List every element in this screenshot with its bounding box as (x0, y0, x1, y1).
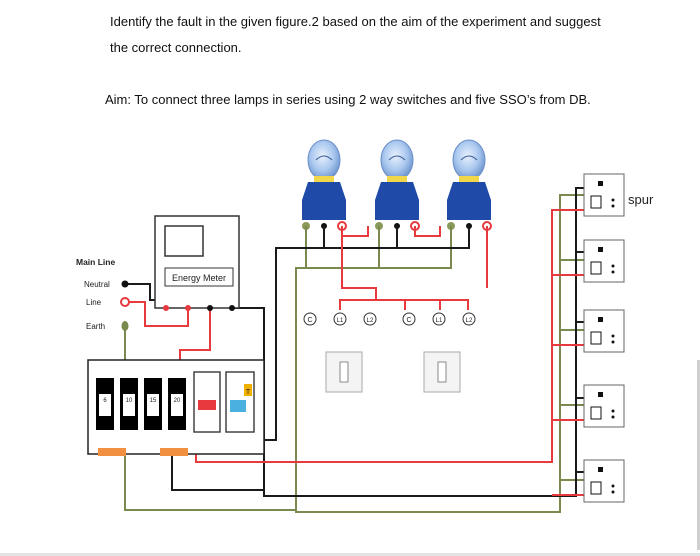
question-text-line-1: Identify the fault in the given figure.2… (110, 14, 601, 29)
switch1-common-label: C (307, 317, 312, 324)
earth-label: Earth (86, 322, 105, 331)
main-line-label: Main Line (76, 257, 115, 267)
mcb-rating-20: 20 (174, 398, 181, 404)
main-line-terminals: Main Line Neutral Line Earth (76, 257, 130, 331)
mcb-6a: 6 (96, 378, 114, 430)
mcb-rating-6: 6 (103, 398, 107, 404)
socket-outlet-2 (583, 239, 625, 283)
line-terminal (120, 297, 130, 307)
lamp-1 (302, 139, 346, 220)
mcb-20a: 20 (168, 378, 186, 430)
neutral-bar (98, 448, 126, 456)
energy-meter: Energy Meter (154, 215, 240, 311)
switch2-l2-label: L2 (466, 318, 473, 324)
socket-outlet-3 (583, 309, 625, 353)
distribution-board: 6 10 15 20 (87, 359, 265, 456)
energy-meter-label: Energy Meter (172, 273, 226, 283)
earth-bar (160, 448, 188, 456)
neutral-terminal (121, 280, 129, 288)
socket-outlet-5 (583, 459, 625, 503)
earth-terminal (121, 321, 129, 331)
lamp-2 (375, 139, 419, 220)
socket-outlet-4 (583, 384, 625, 428)
mcb-rating-15: 15 (150, 398, 157, 404)
question-text-line-2: the correct connection. (110, 40, 242, 55)
aim-text: Aim: To connect three lamps in series us… (105, 92, 591, 107)
page-edge-shadow (697, 360, 700, 550)
mcb-rating-10: 10 (126, 398, 133, 404)
switch2-common-label: C (406, 317, 411, 324)
spur-label: spur (628, 192, 654, 207)
neutral-label: Neutral (84, 280, 110, 289)
switch1-l2-label: L2 (367, 318, 374, 324)
page-bottom-border (0, 553, 700, 556)
mcb-10a: 10 (120, 378, 138, 430)
lamp-3 (447, 139, 491, 220)
line-label: Line (86, 298, 102, 307)
two-way-switch-1: C L1 L2 (303, 312, 377, 393)
switch1-l1-label: L1 (337, 318, 344, 324)
two-way-switch-2: C L1 L2 (402, 312, 476, 393)
socket-outlet-1 (583, 173, 625, 217)
rcd-switch: T (225, 371, 255, 433)
rcd-test-marking: T (246, 389, 251, 396)
switch2-l1-label: L1 (436, 318, 443, 324)
mcb-15a: 15 (144, 378, 162, 430)
isolator-switch (193, 371, 221, 433)
